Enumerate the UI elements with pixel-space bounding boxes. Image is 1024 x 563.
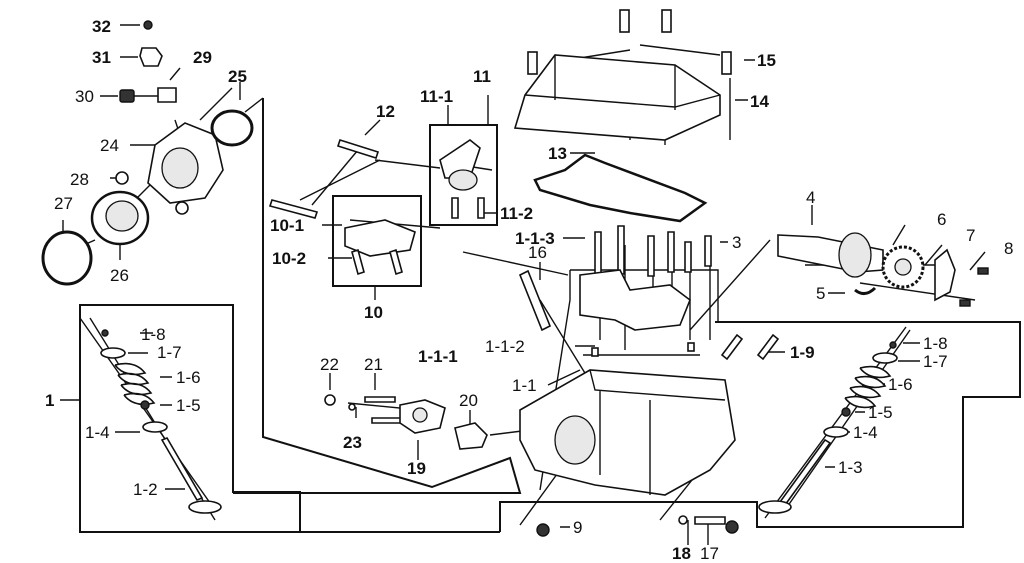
part-9-bolt: [536, 523, 550, 537]
callout-left-1-5: 1-5: [176, 396, 201, 415]
callout-18: 18: [672, 544, 691, 563]
part-13-gasket: [533, 153, 708, 223]
callout-1-1-2: 1-1-2: [485, 337, 525, 356]
callout-right-1-5: 1-5: [868, 403, 893, 422]
part-17-bolt: [694, 516, 726, 525]
part-10-rocker-box: [332, 195, 422, 287]
callout-7: 7: [966, 226, 975, 245]
right-valve-stack: [758, 326, 907, 519]
boundary-right-valve-group: [499, 321, 1021, 532]
callout-28: 28: [70, 170, 89, 189]
callout-20: 20: [459, 391, 478, 410]
callout-31: 31: [92, 48, 111, 67]
part-29-fitting: [157, 87, 177, 103]
part-12-pin-a: [336, 139, 380, 159]
left-valve-stack: [89, 317, 222, 521]
callout-22: 22: [320, 355, 339, 374]
part-15-bolt-b: [619, 9, 630, 33]
callout-23: 23: [343, 433, 362, 452]
callout-27: 27: [54, 194, 73, 213]
part-11-rocker-box: [429, 124, 498, 226]
callout-right-1-7: 1-7: [923, 352, 948, 371]
callout-26: 26: [110, 266, 129, 285]
callout-1-1: 1-1: [512, 376, 537, 395]
part-30-nut: [119, 89, 135, 103]
callout-1-1-1: 1-1-1: [418, 347, 458, 366]
part-22-bolt: [324, 394, 336, 406]
part-16-spark-plug: [518, 269, 552, 332]
part-20-fitting: [454, 422, 488, 450]
part-15-bolt-d: [721, 51, 732, 75]
boundary-main-head-group: [233, 98, 522, 494]
callout-32: 32: [92, 17, 111, 36]
callout-10: 10: [364, 303, 383, 322]
callout-10-1: 10-1: [270, 216, 304, 235]
callout-8: 8: [1004, 239, 1013, 258]
callout-5: 5: [816, 284, 825, 303]
callout-10-2: 10-2: [272, 249, 306, 268]
part-5-key: [854, 286, 877, 295]
group-boundaries: [79, 97, 1021, 533]
part-7-bracket: [934, 248, 956, 302]
callout-25: 25: [228, 67, 247, 86]
callout-left-1-7: 1-7: [157, 343, 182, 362]
part-11-rocker-arm: [439, 139, 481, 179]
part-1-1-1-cam-holder: [579, 269, 691, 331]
callout-21: 21: [364, 355, 383, 374]
part-15-bolt-c: [661, 9, 672, 33]
parts: [41, 9, 989, 537]
part-25-oring: [210, 109, 254, 147]
callout-11-1: 11-1: [420, 87, 453, 106]
callout-right-1-3: 1-3: [838, 458, 863, 477]
part-8-bolt: [977, 267, 989, 275]
part-10-rocker-arm: [344, 219, 416, 257]
part-28-bolt: [115, 171, 129, 185]
callout-3: 3: [732, 233, 741, 252]
callout-13: 13: [548, 144, 567, 163]
leader-lines: [49, 24, 986, 545]
callout-30: 30: [75, 87, 94, 106]
callout-16: 16: [528, 243, 547, 262]
part-1-9-dowels: [720, 333, 780, 361]
part-28-bolt-b: [175, 201, 189, 215]
callout-11: 11: [473, 67, 491, 86]
part-15-bolt-a: [527, 51, 538, 75]
boundary-left-valve-group: [79, 304, 301, 533]
boundary-25-link: [244, 97, 264, 113]
part-32-cap: [143, 20, 153, 30]
callout-11-2: 11-2: [500, 204, 533, 223]
callout-left-1-8: 1-8: [141, 325, 166, 344]
callout-right-1-8: 1-8: [923, 334, 948, 353]
part-18-washer: [678, 515, 688, 525]
callout-12: 12: [376, 102, 395, 121]
part-1-1-cylinder-head: [519, 369, 736, 496]
callout-24: 24: [100, 136, 119, 155]
part-21-bolts: [364, 396, 403, 424]
callout-1-1-3: 1-1-3: [515, 229, 555, 248]
part-31-lever: [139, 47, 163, 67]
callout-19: 19: [407, 459, 426, 478]
callout-1-9: 1-9: [790, 343, 815, 362]
part-1-1-2-dowels: [591, 347, 599, 357]
callout-14: 14: [750, 92, 769, 111]
callout-17: 17: [700, 544, 719, 563]
callout-1: 1: [45, 391, 54, 410]
part-14-head-cover: [513, 54, 721, 141]
callout-29: 29: [193, 48, 212, 67]
part-23-washer: [348, 403, 356, 411]
callout-9: 9: [573, 518, 582, 537]
part-12-pin-b: [268, 199, 319, 219]
callout-right-1-6: 1-6: [888, 375, 913, 394]
callout-left-1-6: 1-6: [176, 368, 201, 387]
part-27-clamp: [41, 230, 93, 286]
callout-6: 6: [937, 210, 946, 229]
callout-right-1-4: 1-4: [853, 423, 878, 442]
callout-labels: 32 31 29 30 25 24 28 27 26 12 11-1 11 11…: [45, 17, 1013, 563]
callout-left-1-2: 1-2: [133, 480, 158, 499]
callout-4: 4: [806, 188, 815, 207]
callout-15: 15: [757, 51, 776, 70]
callout-left-1-4: 1-4: [85, 423, 110, 442]
